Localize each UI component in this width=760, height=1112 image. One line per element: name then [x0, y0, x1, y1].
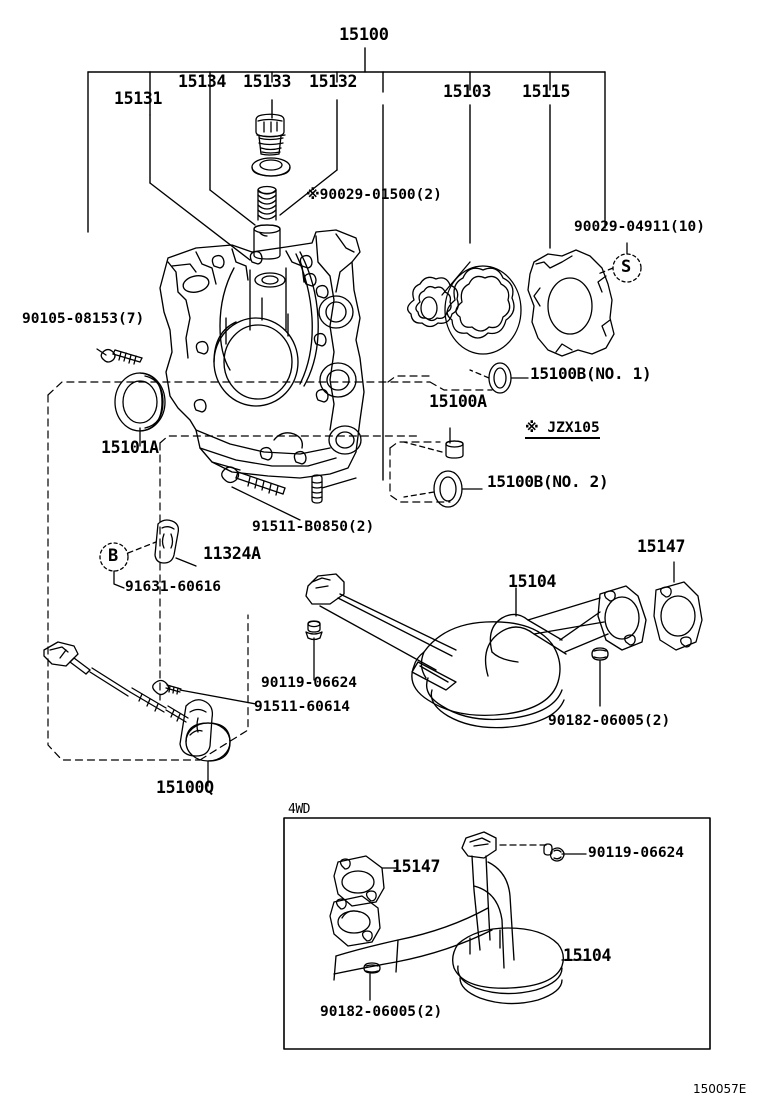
bracket-11324a-art — [154, 519, 197, 567]
label-91511-b0850: 91511-B0850(2) — [252, 520, 374, 535]
label-15100q: 15100Q — [156, 778, 214, 797]
label-15147-main: 15147 — [637, 537, 686, 556]
leader-lines-top — [87, 47, 606, 481]
label-4wd-inset: 4WD — [288, 802, 310, 817]
label-90182-06005-inset: 90182-06005(2) — [320, 1005, 442, 1020]
suffix-no2: (NO. 2) — [543, 472, 609, 491]
qty-90182-06005-inset: (2) — [416, 1004, 443, 1020]
oil-pump-rotor-set-art — [407, 261, 522, 355]
label-15100a: 15100A — [429, 392, 487, 411]
plug-15100a-art — [403, 427, 464, 459]
label-91631-60616: 91631-60616 — [125, 579, 222, 595]
bolt-90119-06624-main-art — [305, 620, 323, 681]
label-90029-04911: 90029-04911(10) — [574, 220, 705, 235]
label-15104-inset: 15104 — [563, 946, 612, 965]
label-15101a: 15101A — [101, 438, 159, 457]
label-15131: 15131 — [114, 89, 163, 108]
stud-bolt-art — [96, 348, 143, 365]
qty-90029-04911: (10) — [670, 219, 705, 235]
pn-90182-06005-main: 90182-06005 — [548, 713, 645, 729]
b-marker-art — [99, 541, 157, 589]
pn-90105-08153: 90105-08153 — [22, 311, 119, 327]
oil-pump-cover-art — [527, 249, 615, 357]
pn-90029-04911: 90029-04911 — [574, 219, 671, 235]
gasket-no1-art — [469, 362, 529, 394]
label-11324a: 11324A — [203, 544, 261, 563]
pn-15100b-no2: 15100B — [487, 472, 543, 491]
qty-90105-08153: (7) — [118, 311, 145, 327]
note-star-icon-2: ※ — [525, 420, 539, 436]
relief-spring-seat-art — [251, 157, 291, 177]
footer-diagram-code: 150057E — [693, 1082, 747, 1096]
inset-nut-90182-art — [363, 962, 381, 1001]
label-15100b-no1: 15100B(NO. 1) — [530, 364, 652, 383]
label-90029-01500: ※90029-01500(2) — [306, 188, 442, 203]
note-model: JZX105 — [547, 420, 600, 436]
inset-strainer-art — [333, 831, 587, 1005]
marker-letter-b: B — [108, 546, 118, 566]
gasket-no2-art — [403, 470, 483, 508]
relief-valve-spring-art — [257, 185, 277, 221]
s-marker-art — [597, 242, 642, 283]
relief-valve-plunger-art — [253, 224, 281, 260]
marker-letter-s: S — [621, 257, 631, 277]
dipstick-15100q-art — [43, 641, 257, 787]
small-stud-art — [311, 474, 357, 504]
label-15115: 15115 — [522, 82, 571, 101]
label-jzx105-note: ※ JZX105 — [525, 421, 600, 439]
oil-pump-body-art — [159, 229, 365, 479]
label-91511-60614: 91511-60614 — [254, 699, 351, 715]
label-90105-08153: 90105-08153(7) — [22, 312, 144, 327]
label-15134: 15134 — [178, 72, 227, 91]
label-15132: 15132 — [309, 72, 358, 91]
note-star-icon: ※ — [306, 187, 320, 203]
qty-90182-06005-main: (2) — [644, 713, 671, 729]
pn-90182-06005-inset: 90182-06005 — [320, 1004, 417, 1020]
inset-box-4wd-art — [283, 817, 711, 1050]
qty-91511-b0850: (2) — [348, 519, 375, 535]
label-15104-main: 15104 — [508, 572, 557, 591]
front-oil-seal-art — [114, 372, 166, 447]
gasket-15147-main-art — [653, 561, 703, 651]
inset-gaskets-art — [329, 855, 399, 947]
label-90119-06624-main: 90119-06624 — [261, 675, 358, 691]
label-main-assembly: 15100 — [339, 25, 389, 45]
relief-valve-plug-art — [255, 113, 286, 156]
label-90182-06005-main: 90182-06005(2) — [548, 714, 670, 729]
qty-90029-01500: (2) — [415, 187, 442, 203]
label-15133: 15133 — [243, 72, 292, 91]
inset-bolt-90119-art — [499, 843, 587, 862]
label-15147-inset: 15147 — [392, 857, 441, 876]
oil-strainer-15104-art — [305, 573, 647, 729]
pn-91511-b0850: 91511-B0850 — [252, 519, 349, 535]
bolt-b0850-art — [221, 466, 301, 521]
dashed-group-outlines — [47, 375, 493, 761]
pn-90029-01500: 90029-01500 — [319, 187, 416, 203]
label-15103: 15103 — [443, 82, 492, 101]
label-90119-06624-inset: 90119-06624 — [588, 845, 685, 861]
label-15100b-no2: 15100B(NO. 2) — [487, 472, 609, 491]
pn-15100b-no1: 15100B — [530, 364, 586, 383]
suffix-no1: (NO. 1) — [586, 364, 652, 383]
